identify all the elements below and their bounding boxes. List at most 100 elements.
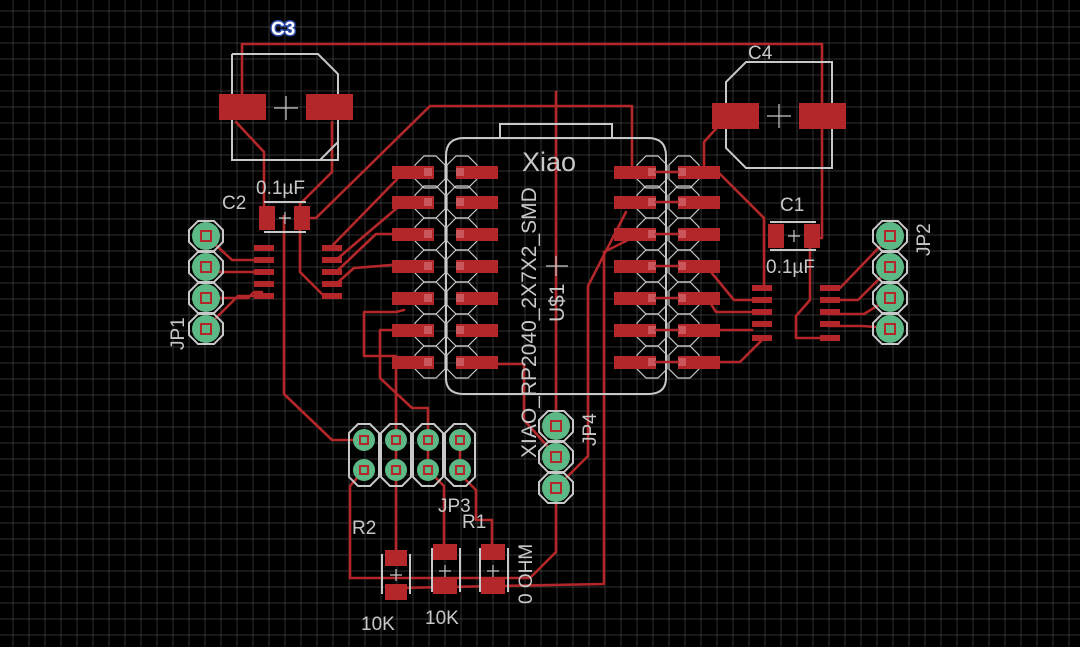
xiao-pad[interactable]	[678, 260, 720, 273]
jp2-pin-pad[interactable]	[876, 315, 904, 343]
jp1-pin-pad[interactable]	[192, 315, 220, 343]
jp3-pad[interactable]	[449, 429, 471, 451]
trace[interactable]	[490, 362, 526, 408]
component-c2[interactable]: C2 0.1µF	[222, 178, 310, 233]
xiao-pad[interactable]	[614, 228, 656, 241]
smd-pad[interactable]	[820, 309, 840, 315]
trace[interactable]	[554, 210, 628, 490]
xiao-pad[interactable]	[456, 196, 498, 209]
xiao-pad[interactable]	[392, 166, 434, 179]
trace[interactable]	[716, 170, 766, 290]
c1-pad-1[interactable]	[768, 224, 784, 248]
xiao-pad[interactable]	[392, 260, 434, 273]
trace[interactable]	[704, 264, 754, 302]
r2-pad-1[interactable]	[385, 550, 407, 566]
jp4-pin-pad[interactable]	[542, 474, 570, 502]
component-r1[interactable]: R1 0 OHM	[462, 512, 537, 604]
xiao-pad[interactable]	[614, 356, 656, 369]
smd-footprint-left[interactable]	[254, 245, 342, 299]
trace[interactable]	[794, 116, 830, 340]
trace[interactable]	[334, 262, 406, 286]
jp3-pad[interactable]	[449, 459, 471, 481]
c3-pad-2[interactable]	[306, 94, 353, 120]
component-jp4[interactable]	[538, 410, 574, 504]
component-jp3[interactable]	[348, 423, 476, 487]
smd-pad[interactable]	[752, 321, 772, 327]
trace[interactable]	[394, 236, 634, 590]
component-jp2[interactable]	[872, 220, 908, 345]
jp3-pad[interactable]	[385, 459, 407, 481]
trace[interactable]	[328, 170, 406, 250]
component-c3[interactable]: C3	[219, 18, 353, 161]
trace[interactable]	[362, 308, 406, 470]
smd-pad[interactable]	[820, 335, 840, 341]
jp3-pad[interactable]	[385, 429, 407, 451]
component-xiao-u1[interactable]: Xiao XIAO_RP2040_2X7X2_SMD U$1	[392, 123, 720, 458]
xiao-pad[interactable]	[392, 356, 434, 369]
xiao-pad[interactable]	[392, 324, 434, 337]
r3-pad-2[interactable]	[433, 578, 457, 594]
smd-pad[interactable]	[752, 335, 772, 341]
smd-pad[interactable]	[322, 245, 342, 251]
component-c4[interactable]: C4	[712, 43, 846, 169]
trace[interactable]	[240, 42, 824, 120]
smd-pad[interactable]	[752, 285, 772, 291]
jp2-pin-pad[interactable]	[876, 253, 904, 281]
xiao-pad[interactable]	[678, 292, 720, 305]
xiao-pad[interactable]	[456, 228, 498, 241]
smd-pad[interactable]	[820, 321, 840, 327]
r3-pad-1[interactable]	[433, 544, 457, 560]
smd-pad[interactable]	[322, 281, 342, 287]
jp4-pin-pad[interactable]	[542, 412, 570, 440]
xiao-pad[interactable]	[456, 356, 498, 369]
xiao-pad[interactable]	[614, 196, 656, 209]
jp2-pin-pad[interactable]	[876, 284, 904, 312]
smd-pad[interactable]	[254, 257, 274, 263]
jp2-pin-pad[interactable]	[876, 222, 904, 250]
trace[interactable]	[378, 328, 430, 470]
smd-footprint-right[interactable]	[752, 285, 840, 341]
smd-pad[interactable]	[254, 293, 274, 299]
component-r2[interactable]: R2 10K	[352, 518, 411, 635]
xiao-pad[interactable]	[614, 292, 656, 305]
trace[interactable]	[298, 220, 326, 298]
trace[interactable]	[234, 120, 266, 212]
smd-pad[interactable]	[254, 269, 274, 275]
component-c1[interactable]: C1 0.1µF	[766, 195, 820, 278]
c2-pad-1[interactable]	[259, 206, 275, 230]
xiao-pad[interactable]	[456, 260, 498, 273]
c1-pad-2[interactable]	[804, 224, 820, 248]
xiao-pad[interactable]	[392, 292, 434, 305]
r1-pad-1[interactable]	[481, 544, 505, 560]
xiao-pad[interactable]	[678, 324, 720, 337]
smd-pad[interactable]	[322, 293, 342, 299]
xiao-pad[interactable]	[614, 324, 656, 337]
jp3-pad[interactable]	[353, 429, 375, 451]
c3-name-label[interactable]: C3	[270, 18, 297, 42]
smd-pad[interactable]	[820, 297, 840, 303]
xiao-pad[interactable]	[678, 356, 720, 369]
r2-pad-2[interactable]	[385, 584, 407, 600]
jp3-pad[interactable]	[353, 459, 375, 481]
xiao-pad[interactable]	[678, 228, 720, 241]
jp3-pad[interactable]	[417, 459, 439, 481]
xiao-pad[interactable]	[392, 228, 434, 241]
trace[interactable]	[298, 104, 634, 220]
smd-pad[interactable]	[322, 257, 342, 263]
smd-pad[interactable]	[254, 281, 274, 287]
xiao-pad[interactable]	[456, 324, 498, 337]
smd-pad[interactable]	[254, 245, 274, 251]
smd-pad[interactable]	[322, 269, 342, 275]
xiao-pad[interactable]	[678, 196, 720, 209]
trace[interactable]	[298, 120, 334, 216]
smd-pad[interactable]	[752, 297, 772, 303]
c2-pad-2[interactable]	[294, 206, 310, 230]
jp3-pad[interactable]	[417, 429, 439, 451]
c4-pad-1[interactable]	[712, 103, 759, 129]
trace[interactable]	[334, 200, 406, 262]
c4-pad-2[interactable]	[799, 103, 846, 129]
component-r3[interactable]: 10K	[425, 544, 461, 629]
xiao-pad[interactable]	[456, 166, 498, 179]
xiao-pad[interactable]	[678, 166, 720, 179]
